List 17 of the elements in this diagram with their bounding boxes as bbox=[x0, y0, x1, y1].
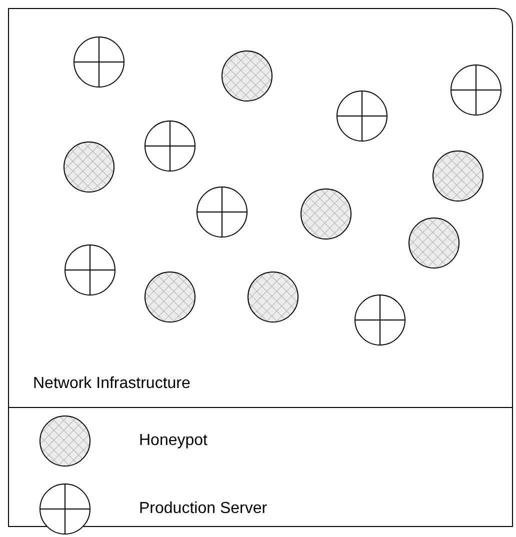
crossed-circle bbox=[336, 90, 388, 142]
crossed-circle bbox=[196, 186, 248, 238]
crossed-circle bbox=[73, 36, 125, 88]
crossed-circle bbox=[144, 120, 196, 172]
legend-label: Honeypot bbox=[139, 432, 208, 450]
crossed-circle bbox=[64, 244, 116, 296]
region-label: Network Infrastructure bbox=[33, 375, 190, 393]
hatched-circle bbox=[300, 188, 352, 240]
hatched-circle bbox=[247, 271, 299, 323]
hatched-circle bbox=[144, 271, 196, 323]
hatched-circle bbox=[408, 217, 460, 269]
hatched-circle bbox=[432, 150, 484, 202]
hatched-circle bbox=[221, 50, 273, 102]
hatched-circle bbox=[63, 141, 115, 193]
crossed-circle bbox=[354, 294, 406, 346]
legend-label: Production Server bbox=[139, 500, 268, 518]
crossed-circle bbox=[450, 64, 502, 116]
